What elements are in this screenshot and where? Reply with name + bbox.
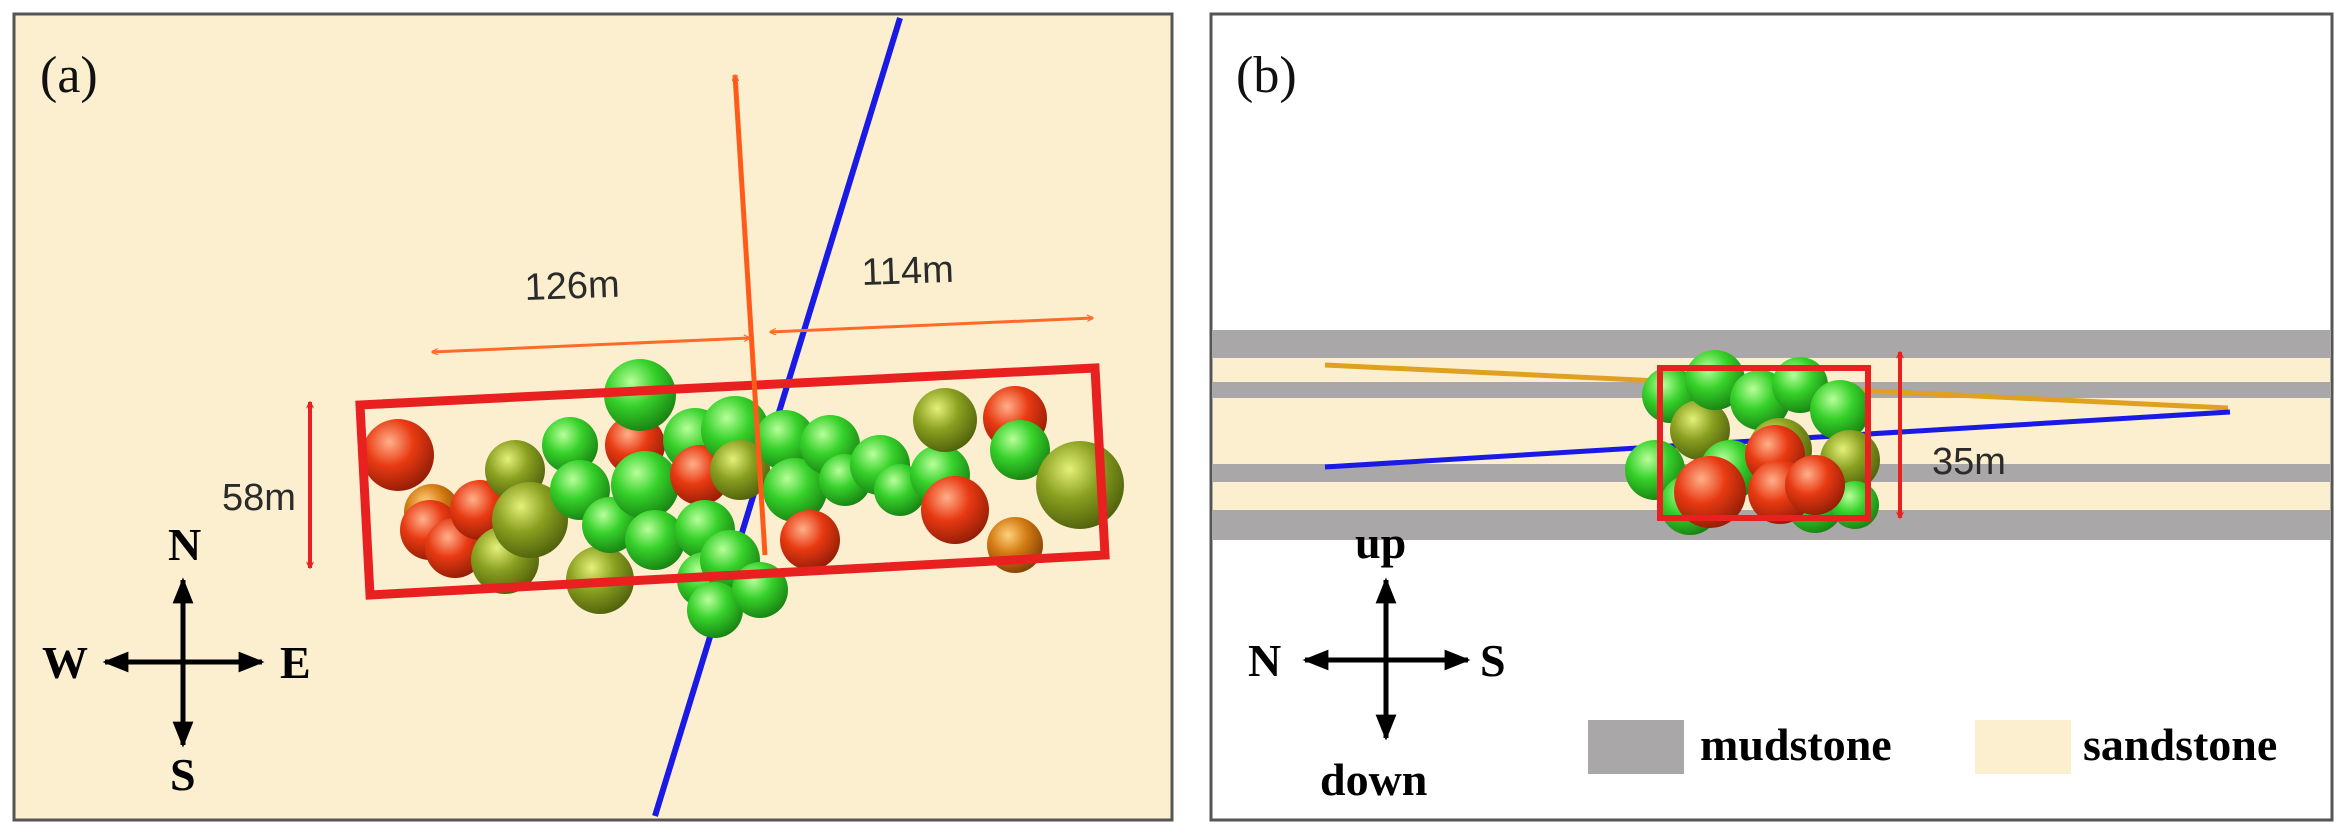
event-sphere	[492, 482, 568, 558]
mudstone-layer	[1213, 330, 2330, 358]
compass-west: W	[42, 637, 88, 688]
dim-arrow-west	[432, 338, 750, 352]
dim-label-west: 126m	[524, 264, 620, 309]
legend-swatch-mudstone	[1588, 720, 1684, 774]
dim-label-height: 35m	[1932, 441, 2006, 483]
event-sphere	[710, 440, 770, 500]
event-cloud-b	[1625, 350, 1880, 535]
compass-down: down	[1320, 754, 1427, 805]
event-sphere	[1785, 455, 1845, 515]
dim-arrow-east	[770, 318, 1093, 332]
direction-arrow	[735, 75, 768, 556]
event-sphere	[780, 510, 840, 570]
event-sphere	[542, 417, 598, 473]
compass-south: S	[170, 749, 196, 800]
compass-north: N	[168, 519, 201, 570]
event-sphere	[687, 582, 743, 638]
legend-label-sandstone: sandstone	[2083, 719, 2277, 770]
dim-label-east: 114m	[861, 249, 955, 294]
event-sphere	[913, 388, 977, 452]
dim-label-width: 58m	[222, 477, 296, 519]
compass-up: up	[1355, 517, 1406, 568]
compass-east: E	[280, 637, 311, 688]
event-bounding-box	[355, 363, 1110, 600]
event-sphere	[1036, 441, 1124, 529]
panel-b-label: (b)	[1236, 47, 1297, 104]
panel-b: 35m (b) up down N S mudstone sandstone	[1209, 12, 2334, 822]
event-sphere	[362, 419, 434, 491]
event-sphere	[755, 410, 815, 470]
compass-right: S	[1480, 635, 1506, 686]
event-sphere	[625, 510, 685, 570]
event-sphere	[990, 420, 1050, 480]
legend: mudstone sandstone	[1588, 719, 2277, 774]
panel-a-background	[12, 12, 1174, 822]
panel-a-label: (a)	[40, 47, 98, 104]
panel-a: 126m 114m 58m (a) N S W E	[12, 12, 1174, 822]
legend-swatch-sandstone	[1975, 720, 2071, 774]
event-sphere	[1810, 380, 1870, 440]
event-bounding-box-b	[1657, 365, 1871, 521]
compass-b: up down N S	[1248, 517, 1506, 805]
event-sphere	[1674, 456, 1746, 528]
compass-left: N	[1248, 635, 1281, 686]
compass-a: N S W E	[42, 519, 311, 800]
event-sphere	[611, 451, 679, 519]
legend-label-mudstone: mudstone	[1700, 719, 1892, 770]
event-sphere	[763, 458, 827, 522]
event-sphere	[921, 476, 989, 544]
